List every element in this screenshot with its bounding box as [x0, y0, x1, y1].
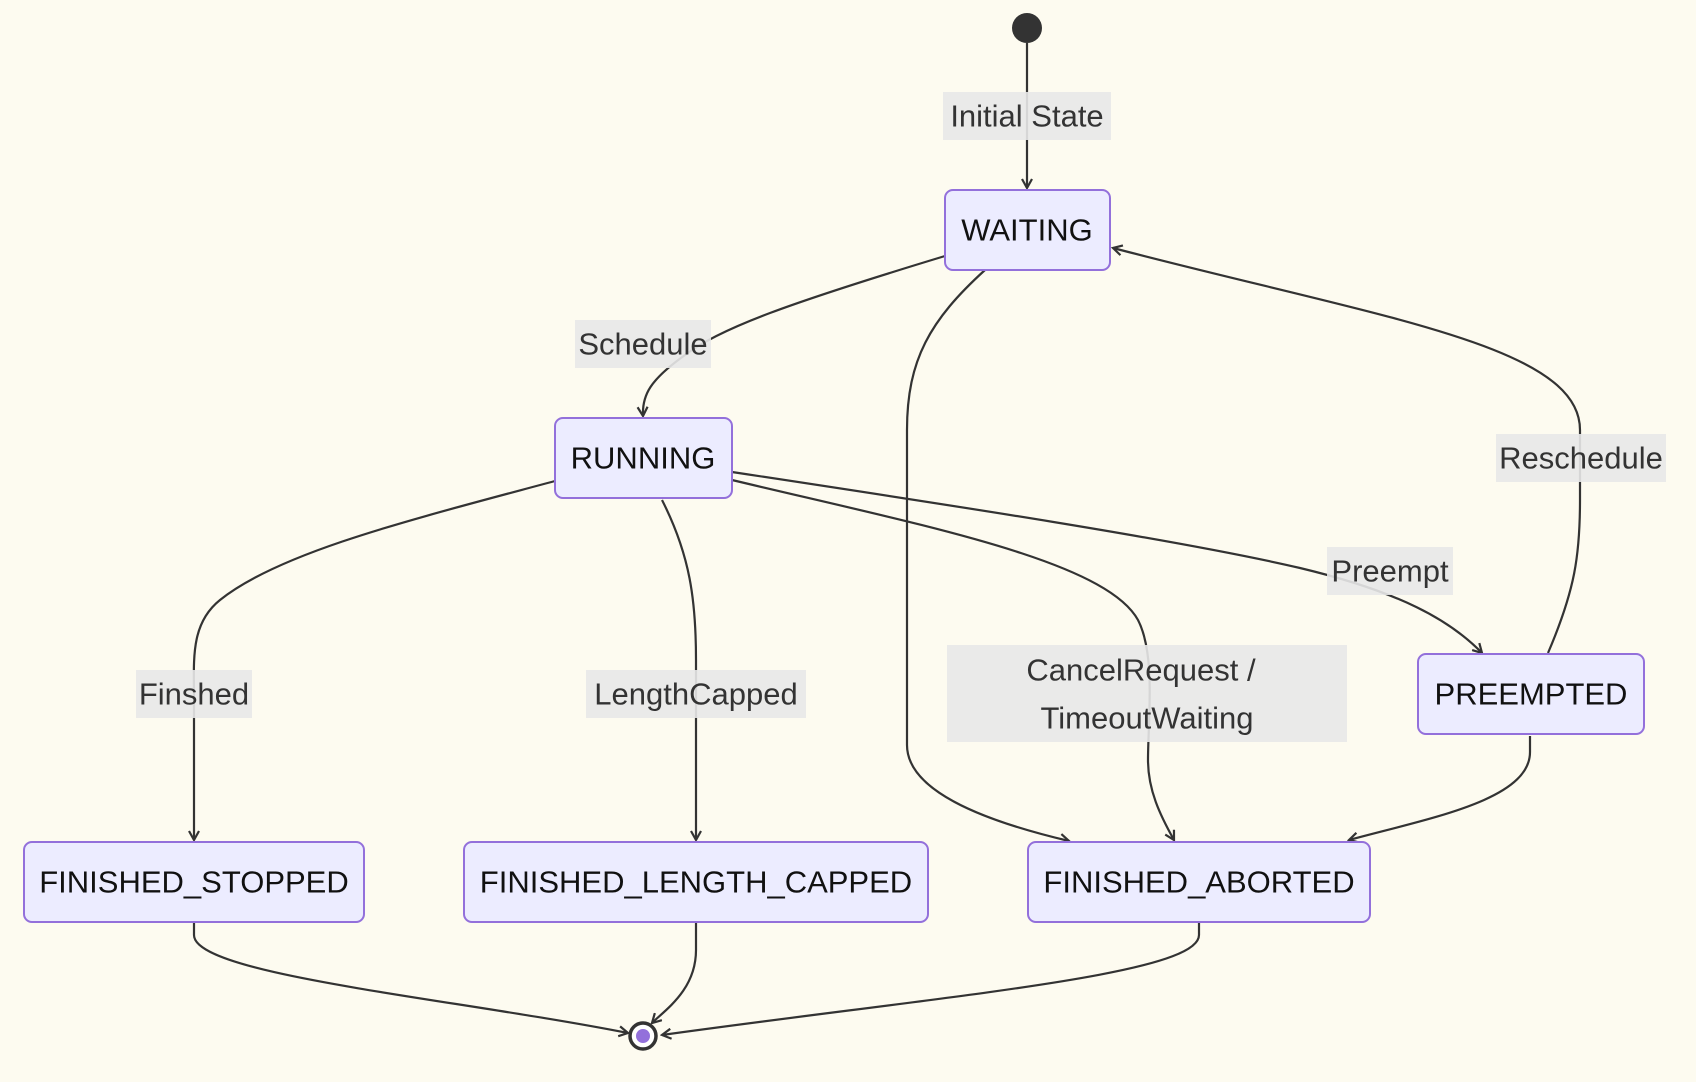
edge-label-schedule: Schedule — [575, 320, 711, 368]
svg-text:PREEMPTED: PREEMPTED — [1435, 677, 1628, 712]
edge-label-length-capped: LengthCapped — [586, 670, 806, 718]
state-finished-aborted[interactable]: FINISHED_ABORTED — [1027, 841, 1371, 923]
state-finished-length-capped[interactable]: FINISHED_LENGTH_CAPPED — [463, 841, 929, 923]
edge-label-cancel-timeout: CancelRequest / TimeoutWaiting — [947, 645, 1347, 742]
svg-text:Reschedule: Reschedule — [1499, 441, 1663, 476]
edge-label-finished: Finshed — [136, 670, 252, 718]
svg-text:Preempt: Preempt — [1331, 554, 1449, 589]
edge-capped-end — [652, 923, 698, 1023]
state-finished-stopped[interactable]: FINISHED_STOPPED — [23, 841, 365, 923]
edge-finished — [194, 479, 556, 840]
svg-text:FINISHED_STOPPED: FINISHED_STOPPED — [39, 865, 349, 900]
svg-text:Initial State: Initial State — [950, 99, 1103, 134]
svg-text:Finshed: Finshed — [139, 677, 249, 712]
edge-length-capped — [661, 499, 696, 840]
svg-text:TimeoutWaiting: TimeoutWaiting — [1040, 701, 1253, 736]
svg-text:FINISHED_ABORTED: FINISHED_ABORTED — [1043, 865, 1354, 900]
edge-label-reschedule: Reschedule — [1496, 434, 1666, 482]
edge-cancel-timeout — [731, 478, 1174, 840]
edge-preempt — [731, 470, 1482, 653]
svg-text:WAITING: WAITING — [961, 213, 1092, 248]
svg-text:LengthCapped: LengthCapped — [594, 677, 797, 712]
edge-waiting-aborted — [905, 269, 1069, 841]
edge-preempted-aborted — [1349, 736, 1532, 840]
start-state — [1012, 13, 1042, 43]
state-running[interactable]: RUNNING — [554, 417, 733, 499]
svg-text:RUNNING: RUNNING — [571, 441, 716, 476]
svg-text:CancelRequest /: CancelRequest / — [1026, 653, 1256, 688]
state-preempted[interactable]: PREEMPTED — [1417, 653, 1645, 735]
svg-text:Schedule: Schedule — [578, 327, 707, 362]
end-state — [628, 1021, 658, 1051]
edge-label-preempt: Preempt — [1327, 547, 1453, 595]
edge-stopped-end — [192, 923, 628, 1033]
state-waiting[interactable]: WAITING — [944, 189, 1111, 271]
edge-reschedule — [1113, 248, 1582, 654]
svg-text:FINISHED_LENGTH_CAPPED: FINISHED_LENGTH_CAPPED — [480, 865, 912, 900]
edge-aborted-end — [662, 923, 1201, 1035]
edge-label-initial-state: Initial State — [943, 92, 1111, 140]
